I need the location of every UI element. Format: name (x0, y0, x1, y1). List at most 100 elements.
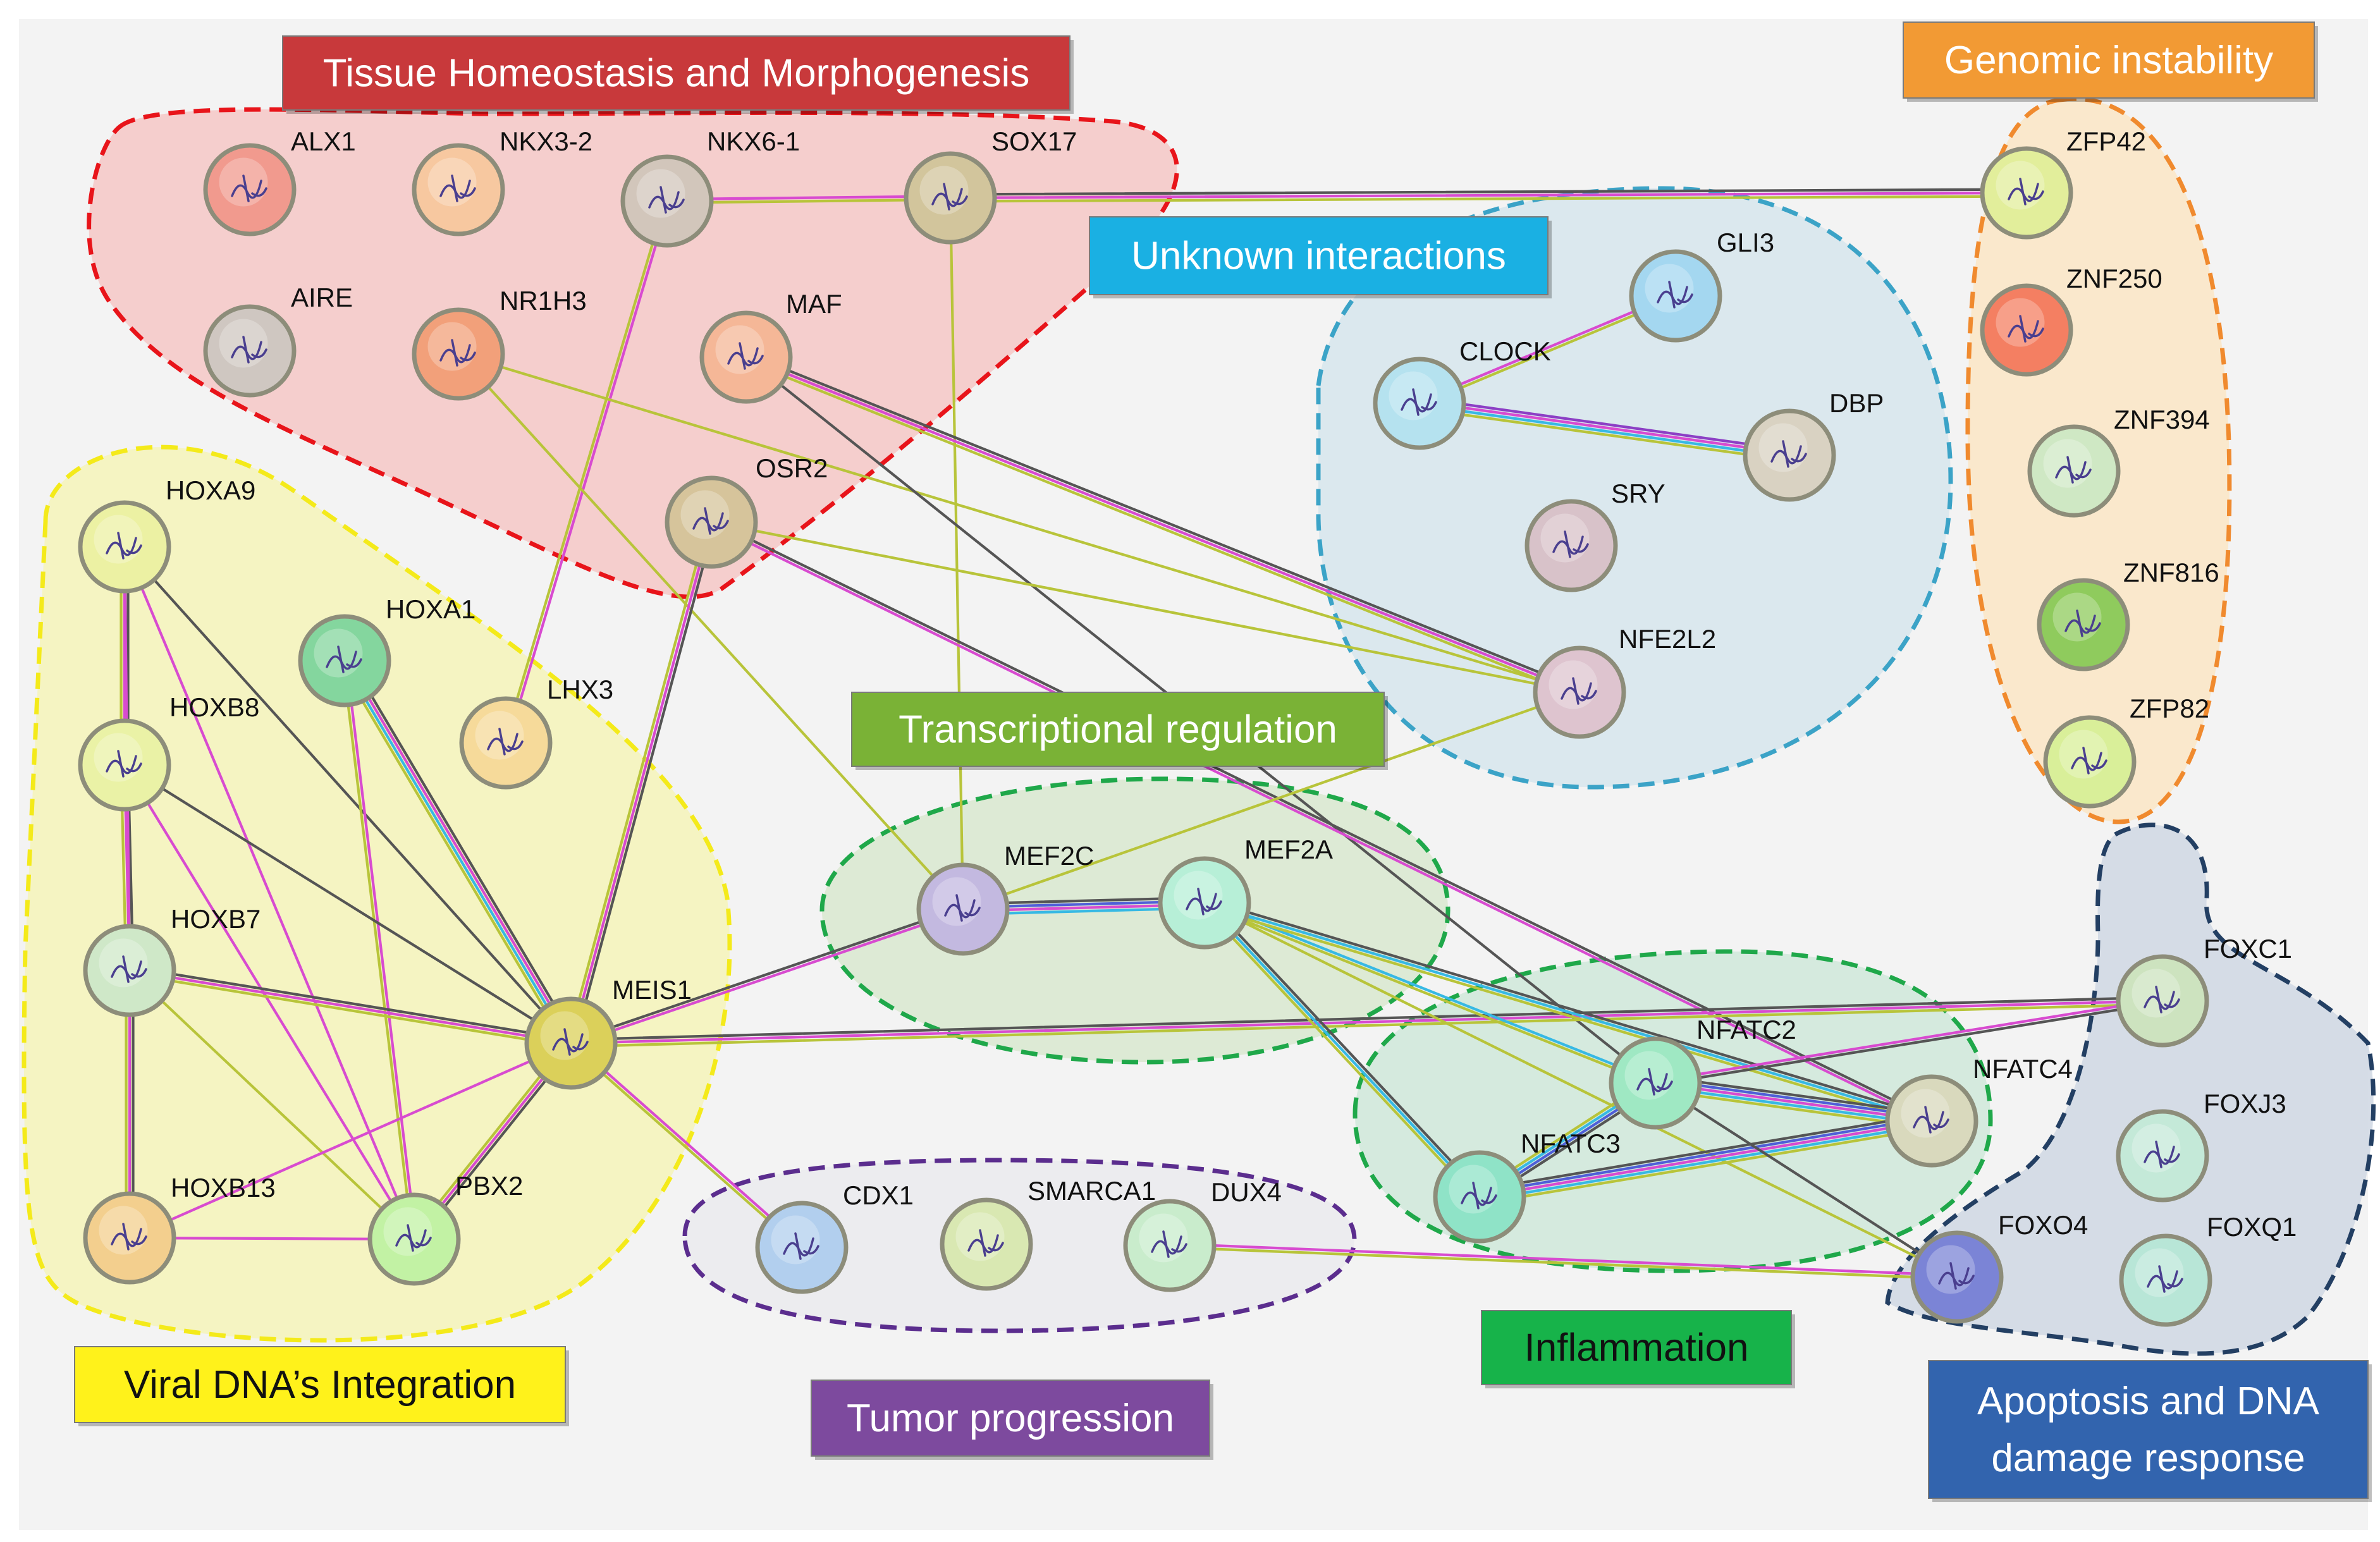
node-znf394[interactable]: ZNF394 (2027, 405, 2210, 518)
node-label: SRY (1611, 479, 1665, 508)
node-dux4[interactable]: DUX4 (1123, 1177, 1282, 1292)
node-circle[interactable] (1123, 1199, 1217, 1292)
edge-MEIS1-CDX1 (568, 1040, 804, 1251)
node-circle[interactable] (904, 151, 997, 245)
node-circle[interactable] (1743, 408, 1836, 502)
node-circle[interactable] (1980, 146, 2073, 240)
node-foxo4[interactable]: FOXO4 (1910, 1210, 2088, 1324)
node-circle[interactable] (1980, 283, 2073, 377)
node-nfatc2[interactable]: NFATC2 (1609, 1015, 1796, 1130)
node-circle[interactable] (412, 143, 505, 236)
node-circle[interactable] (78, 500, 171, 594)
node-circle[interactable] (2037, 578, 2130, 671)
protein-structure-icon (2144, 986, 2180, 1013)
node-nkx3-2[interactable]: NKX3-2 (412, 126, 592, 236)
node-maf[interactable]: MAF (699, 289, 842, 404)
protein-structure-icon (1552, 530, 1589, 558)
node-circle[interactable] (2119, 1233, 2212, 1327)
group-title: Unknown interactions (1131, 235, 1506, 278)
edge-line (568, 1043, 802, 1251)
node-circle[interactable] (620, 154, 714, 248)
node-label: SOX17 (991, 126, 1077, 156)
node-circle[interactable] (524, 996, 618, 1090)
node-pbx2[interactable]: PBX2 (367, 1171, 523, 1286)
node-label: HOXA9 (166, 475, 255, 505)
node-circle[interactable] (665, 475, 758, 569)
edge-OSR2-NFATC4 (709, 519, 1934, 1124)
node-label: FOXO4 (1998, 1210, 2088, 1240)
node-circle[interactable] (298, 614, 391, 707)
node-hoxa9[interactable]: HOXA9 (78, 475, 255, 594)
node-circle[interactable] (2116, 954, 2209, 1048)
node-circle[interactable] (1629, 249, 1722, 343)
node-circle[interactable] (699, 310, 793, 404)
edge-line (128, 965, 573, 1041)
node-circle[interactable] (1910, 1230, 2004, 1324)
node-nkx6-1[interactable]: NKX6-1 (620, 126, 800, 248)
node-mef2a[interactable]: MEF2A (1158, 835, 1333, 950)
node-dbp[interactable]: DBP (1743, 388, 1884, 502)
node-hoxa1[interactable]: HOXA1 (298, 594, 475, 707)
edge-HOXA1-PBX2 (341, 659, 417, 1241)
node-circle[interactable] (1609, 1036, 1702, 1130)
title-box-inflammation: Inflammation (1481, 1310, 1795, 1388)
node-nfatc4[interactable]: NFATC4 (1885, 1054, 2073, 1168)
node-nr1h3[interactable]: NR1H3 (412, 286, 587, 401)
node-circle[interactable] (83, 1191, 176, 1285)
node-circle[interactable] (940, 1197, 1033, 1291)
node-foxc1[interactable]: FOXC1 (2116, 934, 2292, 1048)
node-nfatc3[interactable]: NFATC3 (1433, 1129, 1621, 1244)
node-hoxb7[interactable]: HOXB7 (83, 904, 261, 1017)
node-circle[interactable] (1373, 357, 1466, 450)
node-mef2c[interactable]: MEF2C (916, 841, 1094, 956)
node-circle[interactable] (916, 862, 1010, 956)
node-sry[interactable]: SRY (1524, 479, 1665, 592)
node-circle[interactable] (203, 304, 297, 398)
edge-MEF2A-NFATC3 (1200, 899, 1484, 1201)
node-smarca1[interactable]: SMARCA1 (940, 1176, 1156, 1291)
node-circle[interactable] (755, 1201, 849, 1294)
node-sox17[interactable]: SOX17 (904, 126, 1077, 245)
node-hoxb8[interactable]: HOXB8 (78, 692, 259, 812)
node-circle[interactable] (2027, 424, 2121, 518)
node-osr2[interactable]: OSR2 (665, 453, 828, 569)
node-circle[interactable] (367, 1192, 461, 1286)
node-nfe2l2[interactable]: NFE2L2 (1533, 624, 1716, 739)
node-circle[interactable] (459, 696, 553, 790)
node-circle[interactable] (203, 143, 297, 236)
node-circle[interactable] (78, 718, 171, 812)
node-circle[interactable] (83, 924, 176, 1017)
node-cdx1[interactable]: CDX1 (755, 1180, 914, 1294)
node-znf816[interactable]: ZNF816 (2037, 558, 2219, 671)
node-circle[interactable] (1885, 1074, 1978, 1168)
node-circle[interactable] (412, 307, 505, 401)
node-meis1[interactable]: MEIS1 (524, 975, 692, 1090)
node-zfp82[interactable]: ZFP82 (2043, 694, 2209, 809)
node-hoxb13[interactable]: HOXB13 (83, 1173, 276, 1285)
edge-line (709, 520, 1581, 694)
node-znf250[interactable]: ZNF250 (1980, 264, 2162, 377)
node-clock[interactable]: CLOCK (1373, 336, 1551, 450)
protein-structure-icon (1913, 1106, 1949, 1134)
node-zfp42[interactable]: ZFP42 (1980, 126, 2146, 240)
node-circle[interactable] (1158, 856, 1251, 950)
node-circle[interactable] (2116, 1109, 2209, 1202)
node-foxj3[interactable]: FOXJ3 (2116, 1089, 2286, 1202)
edge-line (345, 658, 574, 1044)
node-circle[interactable] (2043, 715, 2137, 809)
node-circle[interactable] (1433, 1150, 1526, 1244)
node-label: ZNF394 (2114, 405, 2210, 434)
node-aire[interactable]: AIRE (203, 283, 353, 398)
edge-line (128, 969, 416, 1241)
node-alx1[interactable]: ALX1 (203, 126, 356, 236)
node-circle[interactable] (1533, 646, 1626, 739)
node-lhx3[interactable]: LHX3 (459, 675, 613, 790)
node-label: LHX3 (547, 675, 613, 704)
edge-line (1653, 1081, 1934, 1123)
edge-line (744, 355, 1581, 694)
node-label: NFATC4 (1973, 1054, 2073, 1084)
node-foxq1[interactable]: FOXQ1 (2119, 1212, 2297, 1327)
edge-NFATC2-FOXO4 (1653, 1081, 1959, 1279)
node-circle[interactable] (1524, 499, 1618, 592)
node-gli3[interactable]: GLI3 (1629, 228, 1774, 343)
